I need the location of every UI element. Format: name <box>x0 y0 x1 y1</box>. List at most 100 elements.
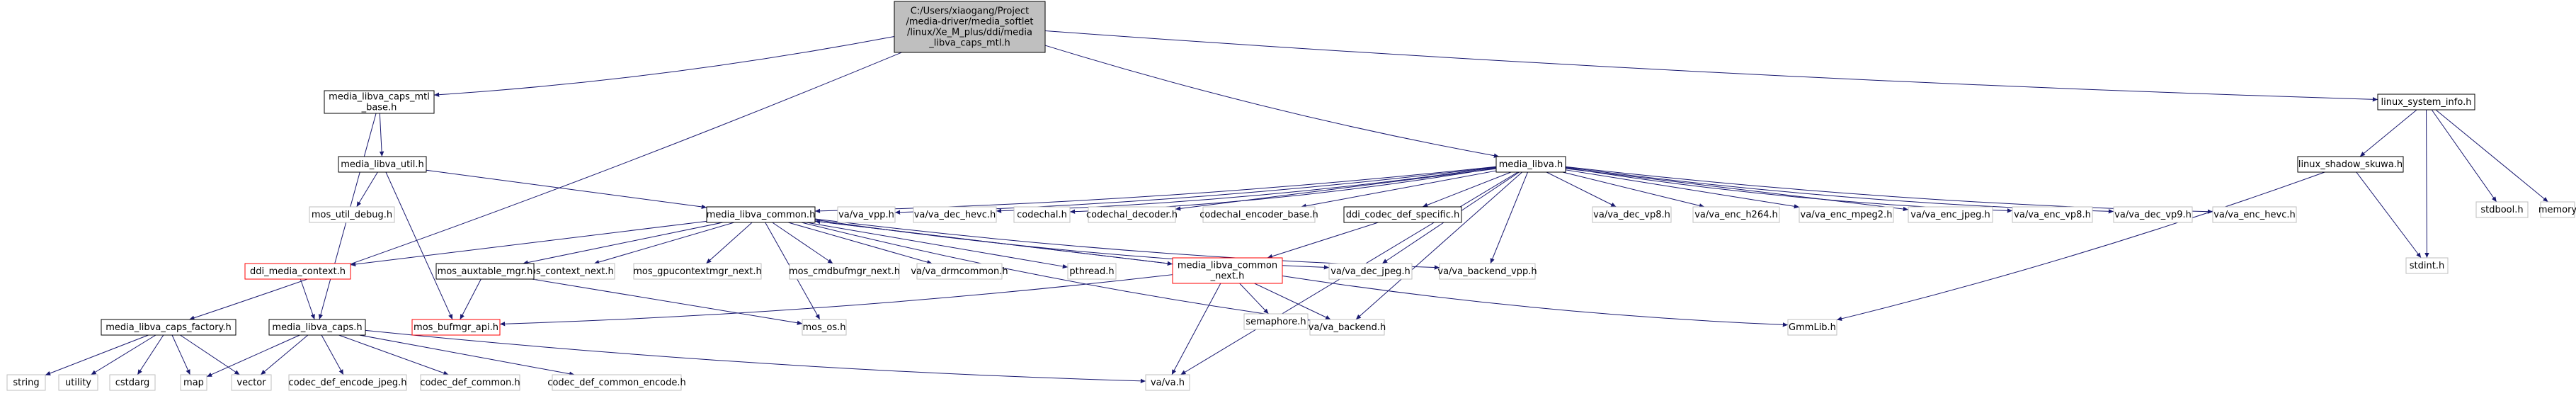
node-stdbool[interactable]: stdbool.h <box>2475 201 2529 218</box>
edge-caps_factory-to-string <box>45 334 149 375</box>
node-box-codechal <box>1013 206 1071 223</box>
node-va_dec_hevc[interactable]: va/va_dec_hevc.h <box>913 206 997 223</box>
node-va_dec_jpeg[interactable]: va/va_dec_jpeg.h <box>1328 263 1413 280</box>
node-box-codec_def_common_encode <box>552 374 682 391</box>
node-label-codechal_decoder-0: codechal_decoder.h <box>1086 210 1178 220</box>
node-label-codechal_encoder_base-0: codechal_encoder_base.h <box>1199 210 1318 220</box>
edge-media_libva-to-ddi_codec_def_specific <box>1422 171 1512 208</box>
node-pthread[interactable]: pthread.h <box>1067 263 1117 280</box>
node-libva_common_next[interactable]: media_libva_common_next.h <box>1172 257 1283 284</box>
node-box-codechal_encoder_base <box>1202 206 1316 223</box>
node-box-memory <box>2540 201 2575 218</box>
node-label-string-0: string <box>13 378 39 388</box>
edge-mos_auxtable_mgr-to-mos_os <box>532 278 803 325</box>
node-label-stdbool-0: stdbool.h <box>2480 205 2523 215</box>
node-box-cstdarg <box>109 374 156 391</box>
node-box-linux_system_info <box>2377 94 2475 111</box>
node-ddi_media_context[interactable]: ddi_media_context.h <box>244 263 351 280</box>
edge-libva_caps-to-codec_def_common_encode <box>359 334 575 376</box>
node-box-gmmlib <box>1787 319 1837 336</box>
node-libva_util[interactable]: media_libva_util.h <box>338 156 427 173</box>
edge-media_libva-to-va_enc_h264 <box>1562 171 1705 208</box>
node-label-semaphore-0: semaphore.h <box>1246 317 1306 327</box>
node-caps_factory[interactable]: media_libva_caps_factory.h <box>101 319 236 336</box>
node-ddi_codec_def_specific[interactable]: ddi_codec_def_specific.h <box>1343 206 1462 223</box>
node-label-cstdarg-0: cstdarg <box>115 378 150 388</box>
node-va_enc_vp8[interactable]: va/va_enc_vp8.h <box>2012 206 2093 223</box>
node-caps_mtl_base[interactable]: media_libva_caps_mtl_base.h <box>324 90 435 114</box>
node-label-vector-0: vector <box>236 378 266 388</box>
node-linux_shadow_skuwa[interactable]: linux_shadow_skuwa.h <box>2297 156 2404 173</box>
node-mos_bufmgr_api[interactable]: mos_bufmgr_api.h <box>411 319 501 336</box>
node-stdint[interactable]: stdint.h <box>2405 257 2449 274</box>
node-mos_context_next[interactable]: mos_context_next.h <box>520 263 615 280</box>
edge-media_libva-to-va_enc_jpeg <box>1565 168 1909 212</box>
node-mos_gpucontextmgr_next[interactable]: mos_gpucontextmgr_next.h <box>633 263 762 280</box>
node-label-va_enc_vp8-0: va/va_enc_vp8.h <box>2014 210 2091 220</box>
node-codechal_decoder[interactable]: codechal_decoder.h <box>1086 206 1178 223</box>
node-va_drmcommon[interactable]: va/va_drmcommon.h <box>911 263 1008 280</box>
edge-caps_factory-to-cstdarg <box>137 334 164 375</box>
node-box-mos_util_debug <box>309 206 395 223</box>
node-semaphore[interactable]: semaphore.h <box>1243 313 1309 330</box>
edge-libva_caps-to-vector <box>260 334 309 375</box>
node-string[interactable]: string <box>6 374 46 391</box>
edge-linux_system_info-to-stdbool <box>2431 109 2497 203</box>
node-box-mos_os <box>802 319 847 336</box>
node-mos_util_debug[interactable]: mos_util_debug.h <box>309 206 395 223</box>
node-label-root-1: /media-driver/media_softlet <box>906 17 1033 28</box>
node-codechal[interactable]: codechal.h <box>1013 206 1071 223</box>
node-va_enc_mpeg2[interactable]: va/va_enc_mpeg2.h <box>1799 206 1894 223</box>
node-codec_def_common[interactable]: codec_def_common.h <box>420 374 520 391</box>
node-libva_common[interactable]: media_libva_common.h <box>706 206 816 223</box>
node-box-mos_bufmgr_api <box>411 319 501 336</box>
node-codec_def_encode_jpeg[interactable]: codec_def_encode_jpeg.h <box>288 374 407 391</box>
node-label-codechal-0: codechal.h <box>1017 210 1067 220</box>
node-mos_cmdbufmgr_next[interactable]: mos_cmdbufmgr_next.h <box>789 263 900 280</box>
node-label-mos_os-0: mos_os.h <box>803 322 846 333</box>
node-va_dec_vp9[interactable]: va/va_dec_vp9.h <box>2113 206 2193 223</box>
node-label-libva_common_next-1: _next.h <box>1210 271 1245 282</box>
node-va[interactable]: va/va.h <box>1145 374 1190 391</box>
node-va_enc_jpeg[interactable]: va/va_enc_jpeg.h <box>1908 206 1993 223</box>
node-libva_caps[interactable]: media_libva_caps.h <box>268 319 366 336</box>
node-label-mos_context_next-0: mos_context_next.h <box>521 266 614 277</box>
node-va_enc_h264[interactable]: va/va_enc_h264.h <box>1692 206 1780 223</box>
node-utility[interactable]: utility <box>58 374 98 391</box>
node-va_enc_hevc[interactable]: va/va_enc_hevc.h <box>2212 206 2297 223</box>
edge-libva_common_next-to-semaphore <box>1239 283 1269 315</box>
edge-libva_common-to-va_backend_vpp <box>814 218 1440 270</box>
node-mos_os[interactable]: mos_os.h <box>802 319 847 336</box>
node-label-root-0: C:/Users/xiaogang/Project <box>911 6 1029 17</box>
node-box-codechal_decoder <box>1088 206 1176 223</box>
edge-caps_factory-to-vector <box>180 334 240 375</box>
node-codec_def_common_encode[interactable]: codec_def_common_encode.h <box>547 374 686 391</box>
node-linux_system_info[interactable]: linux_system_info.h <box>2377 94 2475 111</box>
nodes-layer: C:/Users/xiaogang/Project/media-driver/m… <box>6 1 2576 391</box>
node-label-caps_mtl_base-1: _base.h <box>361 103 397 113</box>
node-mos_auxtable_mgr[interactable]: mos_auxtable_mgr.h <box>435 263 535 280</box>
node-label-va_enc_mpeg2-0: va/va_enc_mpeg2.h <box>1801 210 1893 220</box>
edge-linux_shadow_skuwa-to-gmmlib <box>1836 171 2325 321</box>
edge-media_libva-to-va_dec_vp8 <box>1546 171 1617 208</box>
node-label-memory-0: memory <box>2538 205 2576 215</box>
edge-linux_shadow_skuwa-to-stdint <box>2356 171 2422 259</box>
node-va_vpp[interactable]: va/va_vpp.h <box>837 206 896 223</box>
node-va_dec_vp8[interactable]: va/va_dec_vp8.h <box>1592 206 1672 223</box>
node-label-va_drmcommon-0: va/va_drmcommon.h <box>911 266 1008 277</box>
node-va_backend[interactable]: va/va_backend.h <box>1309 319 1386 336</box>
node-cstdarg[interactable]: cstdarg <box>109 374 156 391</box>
node-box-va_enc_jpeg <box>1908 206 1993 223</box>
node-va_backend_vpp[interactable]: va/va_backend_vpp.h <box>1437 263 1537 280</box>
node-root[interactable]: C:/Users/xiaogang/Project/media-driver/m… <box>894 1 1046 53</box>
node-memory[interactable]: memory <box>2538 201 2576 218</box>
node-map[interactable]: map <box>180 374 207 391</box>
node-gmmlib[interactable]: GmmLib.h <box>1787 319 1837 336</box>
node-codechal_encoder_base[interactable]: codechal_encoder_base.h <box>1199 206 1318 223</box>
node-vector[interactable]: vector <box>231 374 272 391</box>
node-media_libva[interactable]: media_libva.h <box>1495 156 1566 173</box>
node-label-gmmlib-0: GmmLib.h <box>1789 322 1836 333</box>
node-box-va_enc_vp8 <box>2012 206 2093 223</box>
node-box-media_libva <box>1495 156 1566 173</box>
